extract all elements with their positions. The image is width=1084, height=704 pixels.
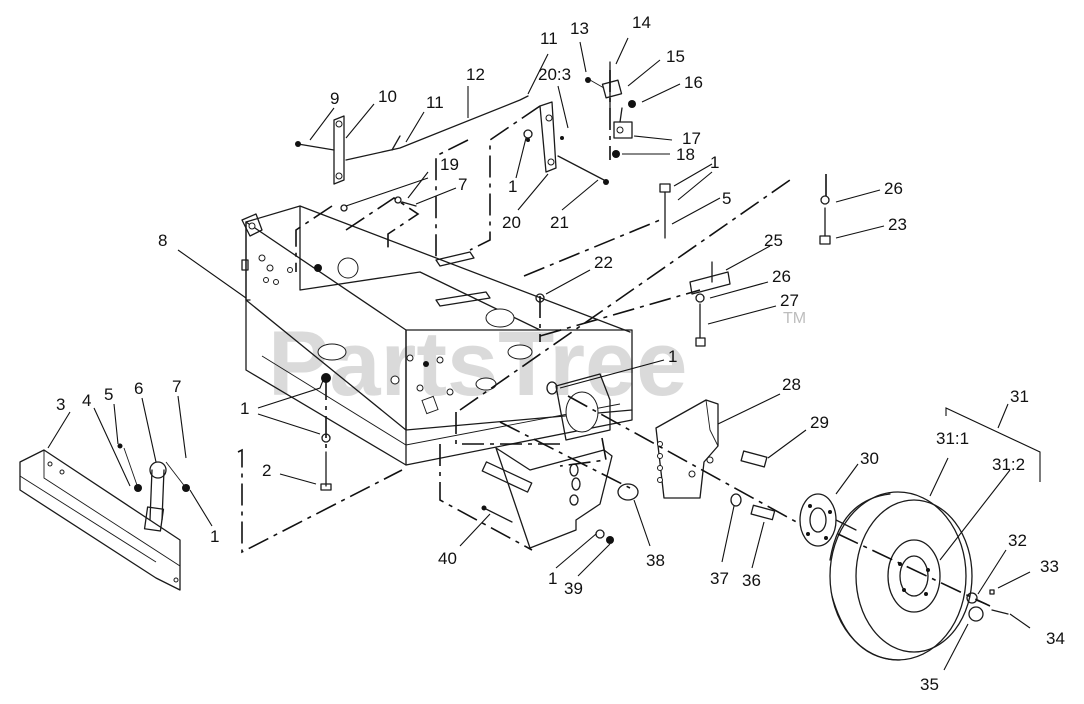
bolt-23 [819, 195, 831, 245]
callout-23: 23 [888, 215, 907, 234]
callout-9: 9 [330, 89, 339, 108]
callout-1e: 1 [668, 347, 677, 366]
callout-4: 4 [82, 391, 91, 410]
callout-26a: 26 [884, 179, 903, 198]
bracket-25 [689, 261, 731, 347]
callout-31-1: 31:1 [936, 429, 969, 448]
bar-bracket-hardware [117, 443, 190, 532]
callout-8: 8 [158, 231, 167, 250]
callout-22: 22 [594, 253, 613, 272]
callout-16: 16 [684, 73, 703, 92]
callout-13: 13 [570, 19, 589, 38]
callout-20-3: 20:3 [538, 65, 571, 84]
callout-1c: 1 [508, 177, 517, 196]
callout-6: 6 [134, 379, 143, 398]
callout-1d: 1 [710, 153, 719, 172]
center-lines [237, 70, 991, 607]
callout-7a: 7 [172, 377, 181, 396]
callout-20: 20 [502, 213, 521, 232]
bolt-5 [659, 183, 671, 239]
callout-25: 25 [764, 231, 783, 250]
callout-2: 2 [262, 461, 271, 480]
callout-39: 39 [564, 579, 583, 598]
callout-labels: 3 4 5 6 7 1 1 2 8 9 10 11 12 11 20:3 13 … [56, 13, 1065, 694]
linkage-assembly [295, 61, 636, 212]
callout-36: 36 [742, 571, 761, 590]
left-deflector-bar [19, 449, 181, 591]
callout-1f: 1 [548, 569, 557, 588]
main-frame [241, 205, 633, 466]
callout-27: 27 [780, 291, 799, 310]
callout-31-2: 31:2 [992, 455, 1025, 474]
watermark-text: PartsTree [268, 313, 687, 415]
callout-29: 29 [810, 413, 829, 432]
callout-37: 37 [710, 569, 729, 588]
callout-19: 19 [440, 155, 459, 174]
callout-11b: 11 [540, 29, 558, 48]
callout-30: 30 [860, 449, 879, 468]
callout-32: 32 [1008, 531, 1027, 550]
bolt-22 [535, 293, 545, 303]
wheel-hub [799, 493, 857, 547]
callout-31: 31 [1010, 387, 1029, 406]
callout-1b: 1 [240, 399, 249, 418]
callout-34: 34 [1046, 629, 1065, 648]
callout-17: 17 [682, 129, 701, 148]
bolt-36-37 [730, 493, 776, 521]
washer-1-right [546, 381, 558, 395]
wheel-bracket [655, 399, 768, 499]
callout-7b: 7 [458, 175, 467, 194]
callout-14: 14 [632, 13, 651, 32]
center-plate [481, 447, 639, 549]
callout-1a: 1 [210, 527, 219, 546]
wheel-tire [829, 491, 973, 661]
callout-35: 35 [920, 675, 939, 694]
callout-3: 3 [56, 395, 65, 414]
callout-11a: 11 [426, 93, 444, 112]
callout-40: 40 [438, 549, 457, 568]
callout-18: 18 [676, 145, 695, 164]
callout-10: 10 [378, 87, 397, 106]
callout-28: 28 [782, 375, 801, 394]
leader-lines [47, 37, 1041, 671]
callout-21: 21 [550, 213, 569, 232]
callout-38: 38 [646, 551, 665, 570]
callout-33: 33 [1040, 557, 1059, 576]
callout-5a: 5 [104, 385, 113, 404]
callout-12: 12 [466, 65, 485, 84]
callout-15: 15 [666, 47, 685, 66]
callout-26b: 26 [772, 267, 791, 286]
callout-5b: 5 [722, 189, 731, 208]
watermark-trademark: TM [783, 310, 806, 327]
